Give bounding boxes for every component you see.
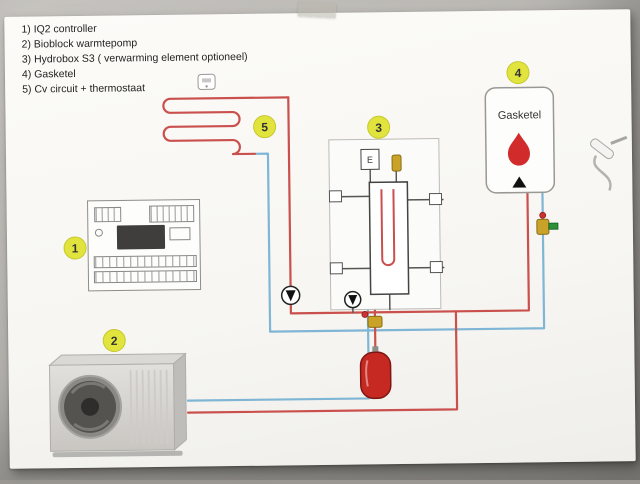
flange-right-bottom	[430, 262, 442, 273]
legend-line-5: 5) Cv circuit + thermostaat	[22, 82, 145, 96]
badge-3: 3	[368, 116, 390, 138]
cold-pipe-heatpump	[187, 310, 369, 400]
thermostat-icon	[198, 74, 215, 89]
tap-body-icon	[537, 219, 549, 234]
boiler-label: Gasketel	[498, 109, 542, 122]
tap-handle-icon	[549, 223, 558, 229]
tape-strip	[298, 1, 337, 18]
legend-line-3: 3) Hydrobox S3 ( verwarming element opti…	[22, 51, 248, 66]
badge-2-number: 2	[111, 334, 118, 348]
shower-hose	[594, 155, 610, 190]
gas-boiler: Gasketel	[485, 87, 554, 193]
heat-pump-shadow	[53, 451, 183, 458]
badge-5-number: 5	[261, 120, 268, 134]
flange-left-bottom	[330, 263, 342, 274]
tap-valve	[537, 212, 558, 234]
hot-pipe-heatpump	[187, 311, 457, 412]
badge-2: 2	[103, 329, 125, 351]
badge-1: 1	[64, 237, 86, 259]
element-box-label: E	[367, 155, 373, 165]
fill-valve	[362, 311, 382, 327]
gauge-dot-icon	[362, 311, 368, 317]
legend-line-4: 4) Gasketel	[22, 68, 76, 81]
legend-line-2: 2) Bioblock warmtepomp	[22, 37, 138, 50]
safety-valve-icon	[392, 155, 401, 171]
valve-body-icon	[368, 316, 382, 327]
hydrobox-unit: E	[329, 138, 445, 312]
badge-4-number: 4	[515, 66, 522, 80]
vessel-body	[360, 352, 391, 398]
controller-board	[88, 199, 201, 290]
badge-5: 5	[253, 116, 275, 138]
buffer-cylinder	[369, 182, 408, 294]
legend-line-1: 1) IQ2 controller	[21, 23, 97, 36]
badge-4: 4	[507, 61, 529, 83]
diagram-paper: 1) IQ2 controller 2) Bioblock warmtepomp…	[4, 9, 635, 469]
shower-bracket	[611, 137, 627, 143]
flange-right-top	[429, 194, 441, 205]
flange-left-top	[329, 191, 341, 202]
heat-pump-side	[173, 354, 186, 450]
shower-icon	[589, 137, 628, 191]
badge-1-number: 1	[72, 241, 79, 255]
heat-pump-unit	[49, 354, 186, 458]
tap-gauge-icon	[540, 212, 546, 218]
expansion-vessel	[360, 346, 391, 398]
shower-head	[589, 137, 615, 160]
badge-3-number: 3	[375, 121, 382, 135]
controller-display	[117, 225, 165, 250]
